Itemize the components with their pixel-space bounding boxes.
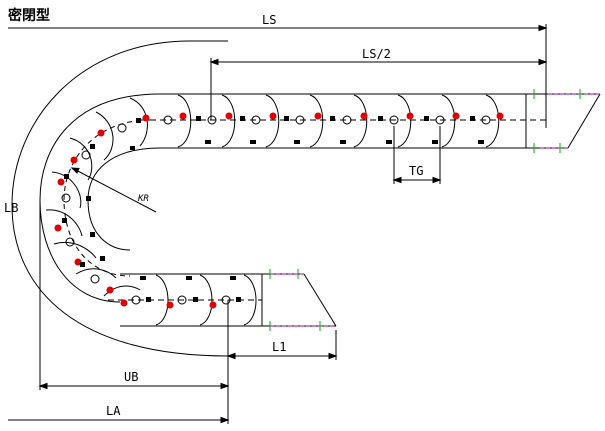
dimension-ls: [8, 24, 548, 128]
ls-half-label: LS/2: [362, 47, 391, 61]
tg-label: TG: [409, 164, 423, 178]
lower-link-details: [120, 276, 241, 309]
l1-label: L1: [272, 340, 286, 354]
dimension-la: [8, 300, 230, 424]
dimension-lb: [11, 40, 229, 357]
la-label: LA: [106, 404, 121, 418]
diagram-title: 密閉型: [7, 7, 50, 24]
dimension-ub: [38, 200, 230, 390]
bend-link-details: [54, 114, 150, 294]
kr-label: KR: [137, 194, 149, 204]
dimension-l1: [226, 330, 338, 360]
lower-end-bracket: [261, 269, 337, 331]
upper-link-details: [163, 112, 504, 144]
lb-label: LB: [4, 201, 18, 215]
ub-label: UB: [124, 370, 138, 384]
dimension-tg: [392, 126, 442, 184]
dimension-kr: [70, 167, 157, 213]
chain-upper-run: [160, 93, 526, 149]
bend-centerline: [63, 119, 151, 277]
ls-label: LS: [262, 13, 276, 27]
dimension-ls-half: [209, 58, 548, 120]
upper-end-bracket: [525, 89, 601, 153]
